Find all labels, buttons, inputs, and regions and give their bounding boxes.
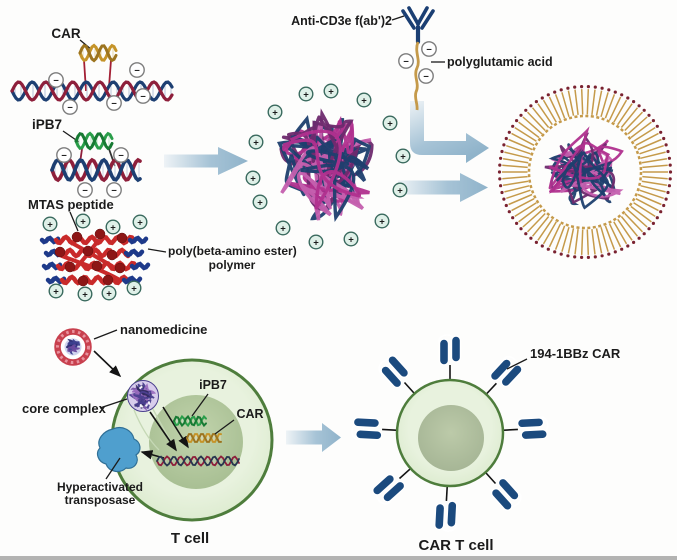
antibody-pointer-line [391, 15, 405, 21]
polyglutamic-label: polyglutamic acid [447, 55, 553, 69]
nanomedicine-pointer-line [93, 329, 118, 340]
nanomedicine-group: nanomedicine [54, 322, 207, 378]
nanomedicine-ring-texture [56, 330, 90, 364]
pbae-pointer-line [147, 248, 167, 253]
car-label: CAR [51, 26, 80, 41]
coated-nanoparticle [497, 85, 673, 259]
peptide-polymer-bundle [39, 228, 151, 287]
corona-inner-ring [527, 114, 643, 230]
svg-text:+: + [110, 222, 116, 233]
t-cell-group: iPB7 CAR Hyperactivated transposase core… [22, 358, 274, 547]
svg-text:−: − [140, 91, 146, 102]
svg-text:−: − [67, 102, 73, 113]
ipb7-insert-helix [74, 131, 114, 151]
svg-text:+: + [250, 173, 256, 184]
car-insert-helix [78, 43, 118, 63]
nucleus-dna [156, 414, 240, 467]
svg-text:+: + [397, 185, 403, 196]
svg-text:−: − [111, 185, 117, 196]
svg-text:+: + [280, 223, 286, 234]
svg-text:−: − [61, 150, 67, 161]
svg-text:+: + [82, 289, 88, 300]
svg-text:−: − [134, 65, 140, 76]
svg-text:+: + [80, 216, 86, 227]
polyplex-nanoparticle [276, 108, 374, 222]
transposase-label-line2: transposase [65, 493, 136, 507]
svg-text:+: + [106, 288, 112, 299]
core-complex-pointer-line [99, 398, 128, 409]
arrow-coating-elbow [410, 101, 489, 163]
arrow-transfection [286, 423, 341, 452]
svg-text:−: − [82, 185, 88, 196]
transposase-label-line1: Hyperactivated [57, 480, 143, 494]
arrow-coating [398, 173, 488, 202]
svg-text:+: + [303, 89, 309, 100]
antibody-group: Anti-CD3e f(ab')2 polyglutamic acid [291, 6, 553, 111]
nucleus-ipb7-label: iPB7 [199, 378, 227, 392]
svg-text:−: − [426, 44, 432, 55]
polyglutamic-corona [497, 85, 673, 259]
transposase-pointer-line [105, 457, 121, 480]
svg-text:−: − [111, 98, 117, 109]
ipb7-label: iPB7 [32, 117, 62, 132]
nanomedicine-entry-arrow [93, 350, 122, 378]
car-insert-link-left [83, 59, 87, 92]
car-insert-link-right [108, 59, 112, 88]
antibody-label: Anti-CD3e f(ab')2 [291, 14, 392, 28]
svg-text:+: + [47, 219, 53, 230]
transposase-blob [96, 427, 141, 473]
coated-particle-core [544, 126, 624, 210]
car-t-cell-label: CAR T cell [418, 537, 493, 554]
svg-text:+: + [131, 283, 137, 294]
nucleus-car-label: CAR [236, 407, 263, 421]
svg-text:+: + [387, 118, 393, 129]
charge-symbols: − − − − − − − − − − − − + + + + + + + + + + + + + + + + + + + + + + [42, 41, 437, 302]
svg-text:−: − [118, 150, 124, 161]
mtas-polymer-group: MTAS peptide poly(beta-amino ester) poly… [28, 197, 297, 287]
car-receptors [351, 334, 549, 532]
nanomedicine-label: nanomedicine [120, 322, 207, 337]
t-cell-label: T cell [171, 530, 209, 547]
svg-text:+: + [137, 217, 143, 228]
polyglutamic-strand [414, 41, 420, 111]
svg-text:+: + [272, 107, 278, 118]
svg-text:+: + [328, 86, 334, 97]
svg-text:+: + [313, 237, 319, 248]
core-complex-label: core complex [22, 401, 107, 416]
nanomedicine-core [64, 338, 82, 356]
release-arrow-2 [162, 406, 189, 449]
svg-text:−: − [403, 56, 409, 67]
release-arrow-1 [149, 411, 177, 452]
svg-text:+: + [361, 95, 367, 106]
receptor-pointer-line [506, 358, 528, 370]
receptor-label: 194-1BBz CAR [530, 346, 621, 361]
svg-text:+: + [400, 151, 406, 162]
core-complex-particle [127, 380, 159, 412]
svg-text:+: + [253, 137, 259, 148]
car-t-cell-nucleus [418, 405, 484, 471]
mtas-pointer-line [69, 211, 79, 232]
svg-text:+: + [348, 234, 354, 245]
svg-text:+: + [257, 197, 263, 208]
nucleus-ipb7-pointer [191, 393, 209, 417]
car-t-cell-group: 194-1BBz CAR CAR T cell [351, 334, 621, 554]
pbae-label-line2: polymer [209, 258, 256, 272]
svg-text:−: − [423, 71, 429, 82]
pbae-label-line1: poly(beta-amino ester) [168, 244, 297, 258]
svg-text:+: + [379, 216, 385, 227]
endosome-path-line2 [133, 409, 160, 451]
bottom-edge-shadow [0, 556, 677, 560]
nucleus-car-pointer [214, 419, 235, 435]
arrow-complexation [164, 147, 248, 175]
car-plasmid-group: CAR [10, 26, 174, 102]
svg-text:+: + [53, 286, 59, 297]
anti-cd3e-antibody-icon [401, 6, 435, 45]
svg-text:−: − [53, 75, 59, 86]
mtas-label: MTAS peptide [28, 197, 114, 212]
